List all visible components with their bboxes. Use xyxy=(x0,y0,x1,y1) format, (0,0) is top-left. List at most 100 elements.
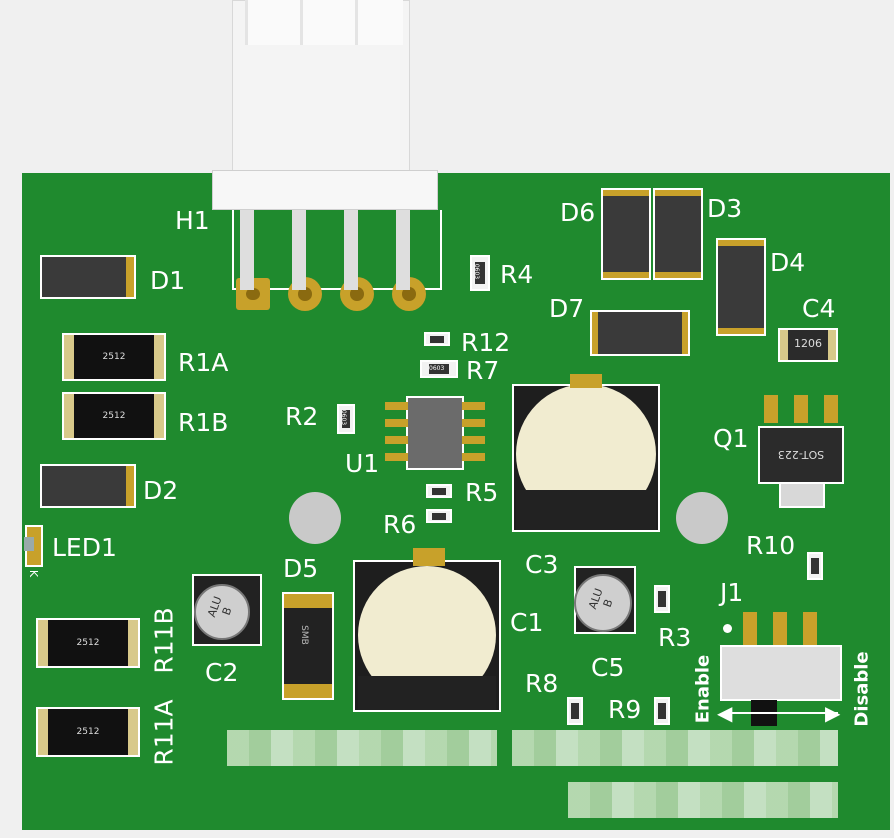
r7-code: 0603 xyxy=(429,365,445,372)
h1-connector-back xyxy=(232,210,442,290)
label-r8: R8 xyxy=(525,669,559,698)
label-d3: D3 xyxy=(707,194,743,223)
r12-resistor xyxy=(424,332,450,346)
label-q1: Q1 xyxy=(713,424,749,453)
q1-pin-2 xyxy=(794,395,808,423)
d2-diode xyxy=(42,466,134,506)
label-r3: R3 xyxy=(658,623,692,652)
r11a-code: 2512 xyxy=(76,727,100,737)
h1-connector-ribs xyxy=(245,0,403,45)
label-r6: R6 xyxy=(383,510,417,539)
label-c2: C2 xyxy=(205,658,239,687)
h1-lead-4 xyxy=(396,210,410,290)
label-r5: R5 xyxy=(465,478,499,507)
label-h1: H1 xyxy=(175,206,210,235)
j1-pin-3 xyxy=(803,612,817,646)
c3-capacitor-band xyxy=(516,490,656,530)
label-r7: R7 xyxy=(466,356,500,385)
label-r4: R4 xyxy=(500,260,534,289)
j1-arrow-line xyxy=(724,712,838,714)
r3-resistor xyxy=(654,585,670,613)
label-d7: D7 xyxy=(549,294,585,323)
r4-code: 0603 xyxy=(473,263,481,280)
r9-resistor xyxy=(654,697,670,725)
u1-ic xyxy=(408,398,462,468)
label-c4: C4 xyxy=(802,294,836,323)
r2-resistor xyxy=(337,404,355,434)
label-disable: Disable xyxy=(851,651,873,727)
r2-code: 0603 xyxy=(340,409,348,426)
c4-code: 1206 xyxy=(794,337,822,350)
c2-capacitor-can xyxy=(194,584,250,640)
h1-connector-base xyxy=(212,170,438,210)
q1-transistor xyxy=(760,428,842,482)
j1-arrow-left-icon: ◀ xyxy=(717,701,733,725)
led1-lens xyxy=(24,537,34,551)
mounting-hole-left xyxy=(289,492,341,544)
label-r1b: R1B xyxy=(178,408,229,437)
j1-arrow-right-icon: ▶ xyxy=(825,701,841,725)
r11b-resistor: 2512 xyxy=(38,620,138,666)
label-d1: D1 xyxy=(150,266,186,295)
h1-lead-2 xyxy=(292,210,306,290)
q1-pin-1 xyxy=(764,395,778,423)
d5-code: SMB xyxy=(298,625,309,645)
label-r9: R9 xyxy=(608,695,642,724)
label-r12: R12 xyxy=(461,328,511,357)
d1-diode xyxy=(42,257,134,297)
censored-silkscreen-left xyxy=(227,730,497,766)
h1-lead-1 xyxy=(240,210,254,290)
r1b-code: 2512 xyxy=(102,411,126,421)
j1-dot xyxy=(723,624,732,633)
mounting-hole-right xyxy=(676,492,728,544)
d7-diode xyxy=(592,312,688,354)
q1-pin-3 xyxy=(824,395,838,423)
c5-capacitor-can xyxy=(574,574,632,632)
q1-tab xyxy=(779,482,825,508)
c4-capacitor xyxy=(780,330,836,360)
u1-pins-right xyxy=(462,402,485,464)
h1-lead-3 xyxy=(344,210,358,290)
j1-switch-body[interactable] xyxy=(720,645,842,701)
label-led1: LED1 xyxy=(52,533,117,562)
r1a-resistor: 2512 xyxy=(64,335,164,379)
r10-resistor xyxy=(807,552,823,580)
q1-code: SOT-223 xyxy=(777,448,825,461)
r1b-resistor: 2512 xyxy=(64,394,164,438)
label-d5: D5 xyxy=(283,554,319,583)
label-d4: D4 xyxy=(770,248,806,277)
label-enable: Enable xyxy=(692,654,714,724)
r11a-resistor: 2512 xyxy=(38,709,138,755)
r6-resistor xyxy=(426,509,452,523)
c3-pad xyxy=(570,374,602,388)
label-r11b: R11B xyxy=(149,607,179,674)
censored-silkscreen-bottom xyxy=(568,782,838,818)
censored-silkscreen-right xyxy=(512,730,838,766)
label-d2: D2 xyxy=(143,476,179,505)
r4-resistor xyxy=(470,255,490,291)
label-c5: C5 xyxy=(591,653,625,682)
label-r11a: R11A xyxy=(149,699,179,766)
label-r2: R2 xyxy=(285,402,319,431)
label-j1: J1 xyxy=(720,578,744,607)
j1-pin-1 xyxy=(743,612,757,646)
d5-diode xyxy=(284,594,332,698)
r11b-code: 2512 xyxy=(76,638,100,648)
d4-diode xyxy=(718,240,764,334)
label-r1a: R1A xyxy=(178,348,229,377)
led1-component xyxy=(27,527,41,565)
label-r10: R10 xyxy=(746,531,796,560)
c1-pad xyxy=(413,548,445,566)
r8-resistor xyxy=(567,697,583,725)
d6-diode xyxy=(603,190,649,278)
label-k: K xyxy=(27,569,41,578)
u1-pins-left xyxy=(385,402,408,464)
r1a-code: 2512 xyxy=(102,352,126,362)
label-u1: U1 xyxy=(345,449,380,478)
label-d6: D6 xyxy=(560,198,596,227)
d3-diode xyxy=(655,190,701,278)
r7-resistor xyxy=(420,360,458,378)
c1-capacitor-band xyxy=(358,676,496,710)
r5-resistor xyxy=(426,484,452,498)
label-c3: C3 xyxy=(525,550,559,579)
